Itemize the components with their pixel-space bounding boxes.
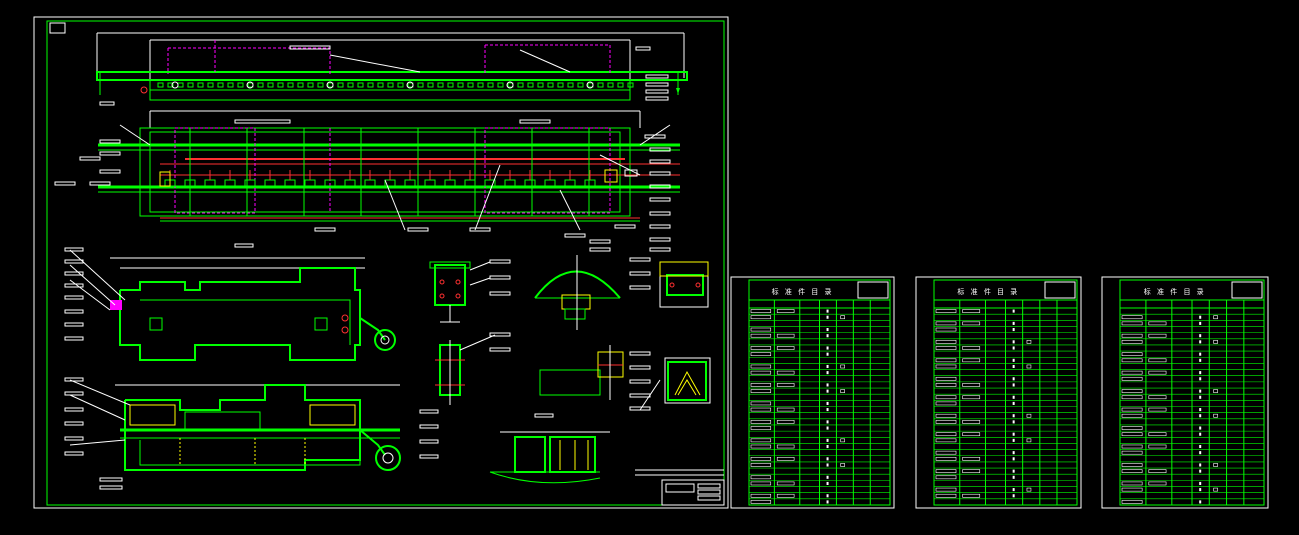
parts-list-sheet-2: 标 准 件 目 录 [915, 276, 1082, 509]
drawing-number-box [49, 22, 66, 34]
top-elevation-view [96, 32, 688, 106]
bottom-section-view [64, 377, 439, 490]
parts-list-sheet-1: 标 准 件 目 录 [730, 276, 895, 509]
title-block [635, 469, 725, 506]
detail-view-clamp [534, 345, 651, 418]
section-view-left [64, 243, 396, 361]
detail-view-arc [534, 255, 651, 330]
detail-view-pin [435, 332, 511, 405]
detail-view-base [489, 431, 610, 484]
plan-view [54, 110, 680, 252]
table-sheet-border [915, 276, 1082, 509]
detail-view-channel [639, 357, 711, 411]
main-assembly-sheet [33, 16, 729, 509]
sheet-border [33, 16, 729, 509]
detail-view-block [659, 261, 709, 308]
table-title: 标 准 件 目 录 [957, 287, 1019, 296]
table-sheet-border [1101, 276, 1269, 509]
table-title: 标 准 件 目 录 [772, 287, 834, 296]
table-sheet-border [730, 276, 895, 509]
table-title: 标 准 件 目 录 [1144, 287, 1206, 296]
detail-view-bracket [429, 259, 511, 323]
drawing-frame [46, 20, 725, 506]
parts-list-sheet-3: 标 准 件 目 录 [1101, 276, 1269, 509]
